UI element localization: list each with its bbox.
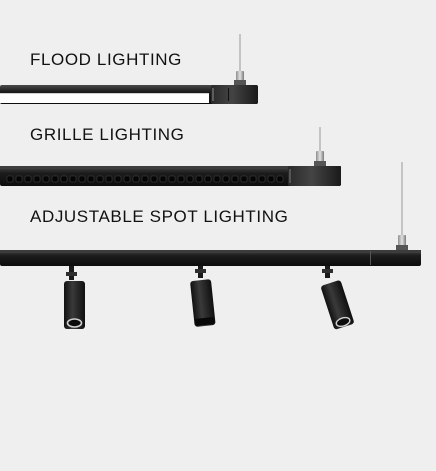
adjustable-spot-lighting-label: ADJUSTABLE SPOT LIGHTING [30,207,289,226]
grille-lighting-label: GRILLE LIGHTING [30,125,185,144]
spotlight-2 [190,266,216,327]
flood-light-fixture [0,34,258,104]
spot-cable-gripper [398,235,406,246]
grille-light-fixture [0,127,341,186]
flood-lighting-label: FLOOD LIGHTING [30,50,182,69]
spot-light-fixture [0,162,421,330]
flood-light-diffuser [0,94,209,103]
grille-cable-gripper [316,151,324,162]
spotlight-1 [64,266,85,329]
flood-cable-gripper [236,71,244,81]
grille-end-cap [288,166,341,186]
grille-led-cells [6,175,284,183]
flood-end-cap [211,85,258,104]
spotlight-3 [321,266,354,330]
spot-track [0,250,421,266]
